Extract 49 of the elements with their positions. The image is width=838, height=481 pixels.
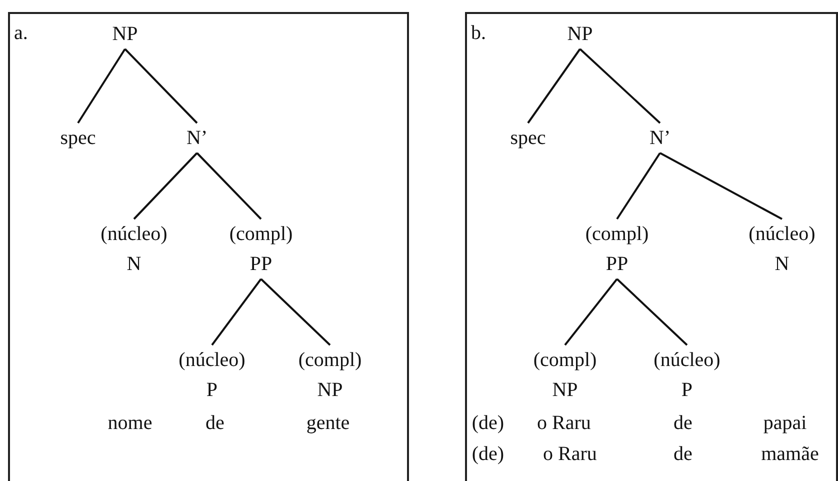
function-label: (compl) xyxy=(298,348,362,373)
word-label: nome xyxy=(108,411,152,436)
function-label: (núcleo) xyxy=(178,348,246,373)
category-label: N’ xyxy=(186,126,208,151)
tree-branch xyxy=(260,278,331,346)
tree-branch xyxy=(579,48,661,124)
category-label: NP xyxy=(112,22,138,47)
word-label: gente xyxy=(306,411,350,436)
word-label: (de) xyxy=(472,411,504,436)
word-label: (de) xyxy=(472,442,504,467)
tree-branch xyxy=(77,48,126,124)
category-label: PP xyxy=(604,252,630,277)
tree-branch xyxy=(660,152,782,220)
tree-branch xyxy=(196,152,262,220)
panel-label: b. xyxy=(471,21,486,46)
category-label: PP xyxy=(248,252,274,277)
function-label: (compl) xyxy=(585,222,649,247)
tree-branch xyxy=(124,48,198,124)
tree-branch xyxy=(211,278,262,346)
word-label: de xyxy=(674,411,692,436)
function-label: (núcleo) xyxy=(100,222,168,247)
category-label: N xyxy=(774,252,790,277)
function-label: (núcleo) xyxy=(748,222,816,247)
word-label: o Raru xyxy=(537,411,591,436)
function-label: (núcleo) xyxy=(654,348,720,373)
category-label: P xyxy=(205,378,219,403)
function-label: (compl) xyxy=(533,348,597,373)
tree-branch xyxy=(616,278,688,346)
category-label: N xyxy=(126,252,142,277)
word-label: o Raru xyxy=(543,442,597,467)
function-label: (compl) xyxy=(229,222,293,247)
word-label: papai xyxy=(763,411,807,436)
tree-branch xyxy=(527,48,581,124)
category-label: P xyxy=(680,378,694,403)
panel-frame xyxy=(8,12,409,481)
tree-branch xyxy=(616,152,661,220)
word-label: de xyxy=(206,411,224,436)
panel-frame xyxy=(465,12,838,481)
word-label: de xyxy=(674,442,692,467)
panel-label: a. xyxy=(14,21,28,46)
category-label: NP xyxy=(551,378,579,403)
word-label: mamãe xyxy=(761,442,819,467)
category-label: spec xyxy=(510,126,546,151)
tree-branch xyxy=(133,152,198,220)
category-label: spec xyxy=(60,126,96,151)
category-label: NP xyxy=(567,22,593,47)
category-label: N’ xyxy=(649,126,671,151)
category-label: NP xyxy=(316,378,344,403)
tree-branch xyxy=(564,278,618,346)
